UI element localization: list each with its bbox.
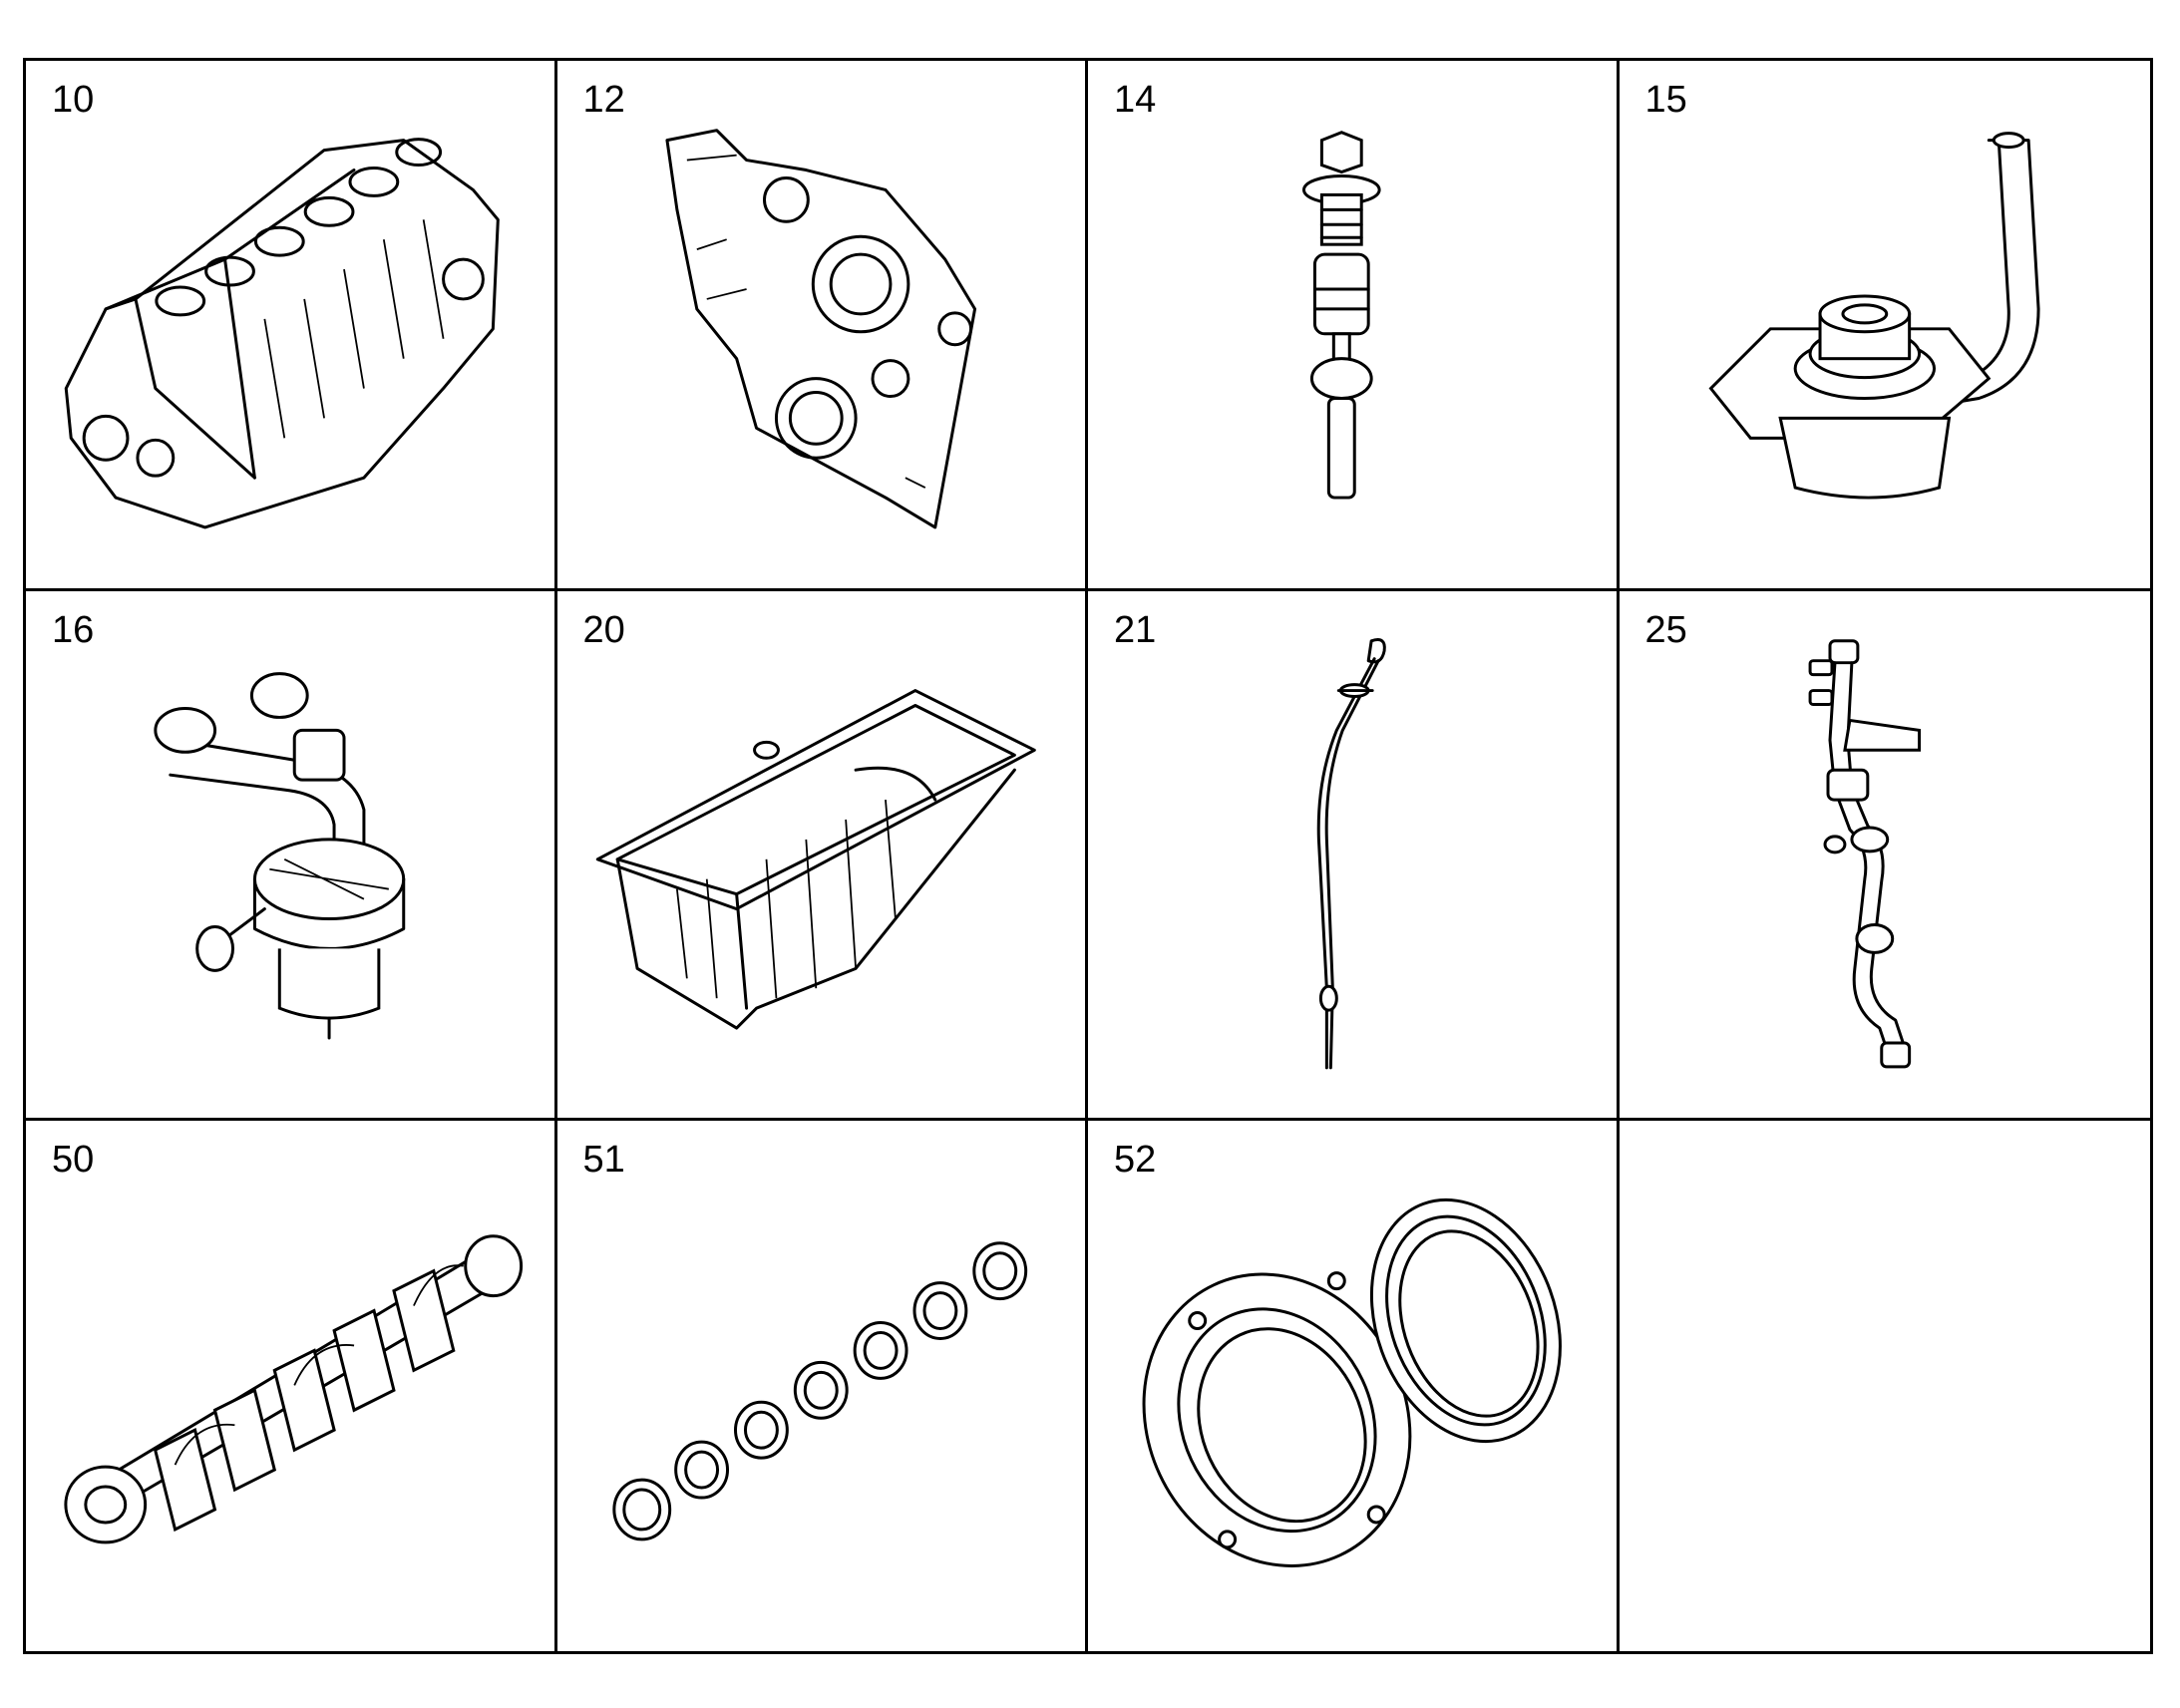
main-bearings-icon xyxy=(557,1121,1086,1651)
part-cell-21[interactable]: 21 xyxy=(1088,590,1620,1122)
part-cell-16[interactable]: 16 xyxy=(26,590,557,1122)
engine-block-icon xyxy=(26,61,554,588)
timing-case-cover-icon xyxy=(557,61,1086,588)
dipstick-icon xyxy=(1088,591,1617,1119)
part-cell-50[interactable]: 50 xyxy=(26,1121,557,1651)
part-number: 21 xyxy=(1114,608,1157,651)
fuel-line-assembly-icon xyxy=(1620,591,2151,1119)
part-number: 15 xyxy=(1644,79,1687,121)
parts-grid: 10 12 xyxy=(23,58,2153,1654)
crankshaft-icon xyxy=(26,1121,554,1651)
valve-plug-icon xyxy=(1088,61,1617,588)
part-number: 12 xyxy=(582,79,625,121)
crankcase-breather-icon xyxy=(26,591,554,1119)
oil-pan-icon xyxy=(557,591,1086,1119)
part-number: 10 xyxy=(52,79,95,121)
part-cell-14[interactable]: 14 xyxy=(1088,61,1620,591)
crankshaft-seal-icon xyxy=(1088,1121,1617,1651)
part-cell-52[interactable]: 52 xyxy=(1088,1121,1620,1651)
part-number: 50 xyxy=(52,1139,95,1182)
part-cell-51[interactable]: 51 xyxy=(556,1121,1088,1651)
part-number: 25 xyxy=(1644,608,1687,651)
empty-cell xyxy=(1619,1121,2150,1651)
part-cell-20[interactable]: 20 xyxy=(556,590,1088,1122)
part-cell-15[interactable]: 15 xyxy=(1619,61,2151,591)
part-number: 14 xyxy=(1114,79,1157,121)
oil-pickup-tube-icon xyxy=(1620,61,2151,588)
part-cell-12[interactable]: 12 xyxy=(556,61,1088,591)
part-cell-25[interactable]: 25 xyxy=(1619,590,2151,1122)
part-cell-10[interactable]: 10 xyxy=(26,61,557,591)
part-number: 51 xyxy=(582,1139,625,1182)
part-number: 52 xyxy=(1114,1139,1157,1182)
part-number: 20 xyxy=(582,608,625,651)
part-number: 16 xyxy=(52,608,95,651)
